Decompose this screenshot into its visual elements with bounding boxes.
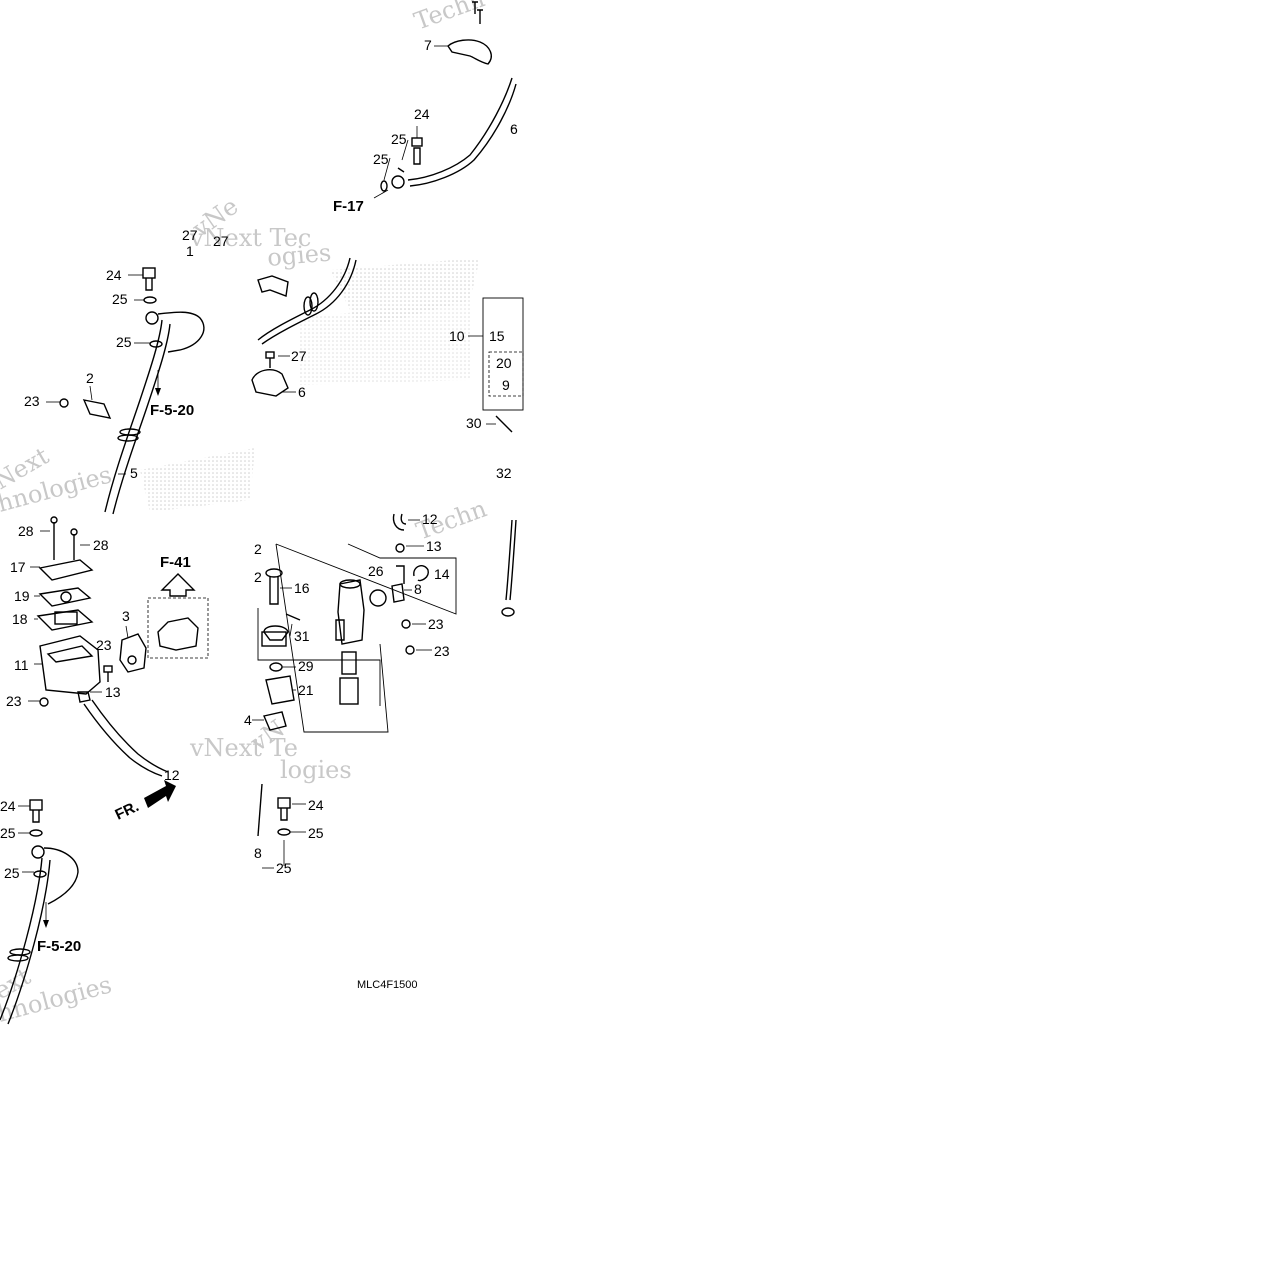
part-callout-25-g: 25 [308, 825, 324, 841]
part-callout-16: 16 [294, 580, 310, 596]
part-callout-6-top: 6 [510, 121, 518, 137]
part-callout-10: 10 [449, 328, 465, 344]
watermark-text: vNext Te [189, 734, 298, 762]
part-callout-25-h: 25 [276, 860, 292, 876]
watermark-text: ogies [266, 239, 332, 272]
part-callout-17: 17 [10, 559, 26, 575]
part-callout-27-b: 27 [213, 233, 229, 249]
master-cylinder-panel [28, 516, 209, 808]
part-callout-3: 3 [122, 608, 130, 624]
part-callout-5: 5 [130, 465, 138, 481]
part-callout-31: 31 [294, 628, 310, 644]
top-panel [373, 1, 517, 199]
part-callout-24-b: 24 [106, 267, 122, 283]
reference-F-5-20-b[interactable]: F-5-20 [37, 938, 81, 955]
part-callout-11: 11 [14, 657, 29, 673]
part-callout-9: 9 [502, 377, 510, 393]
middle-right-panel [251, 257, 524, 433]
part-callout-24-c: 24 [0, 798, 16, 814]
part-callout-15: 15 [489, 328, 505, 344]
part-callout-25-f: 25 [4, 865, 20, 881]
part-callout-27-c: 27 [291, 348, 307, 364]
watermark-text: vNext Tec [189, 224, 311, 252]
bottom-left-panel [0, 799, 79, 1025]
part-callout-2: 2 [86, 370, 94, 386]
part-callout-25-e: 25 [0, 825, 16, 841]
part-callout-23-b: 23 [96, 637, 112, 653]
part-callout-24-d: 24 [308, 797, 324, 813]
part-callout-12: 12 [422, 511, 438, 527]
part-callout-19: 19 [14, 588, 30, 604]
part-callout-21: 21 [298, 682, 314, 698]
part-callout-27-a: 27 [182, 227, 198, 243]
front-direction-arrow [144, 780, 176, 808]
part-callout-13-b: 13 [426, 538, 442, 554]
honda-wing-watermark-2 [140, 448, 255, 512]
reference-F-41[interactable]: F-41 [160, 554, 191, 571]
watermark-text: logies [280, 756, 352, 784]
honda-wing-watermark-3 [300, 300, 470, 385]
master-cylinder-right-panel [252, 513, 517, 733]
part-callout-25-c: 25 [112, 291, 128, 307]
left-upper-panel [46, 267, 205, 515]
part-callout-18: 18 [12, 611, 28, 627]
part-callout-8: 8 [414, 581, 422, 597]
part-callout-25-b: 25 [373, 151, 389, 167]
part-callout-29: 29 [298, 658, 314, 674]
reference-FR[interactable]: FR. [113, 798, 142, 824]
part-callout-25-a: 25 [391, 131, 407, 147]
part-callout-28-b: 28 [93, 537, 109, 553]
part-callout-23-c: 23 [6, 693, 22, 709]
part-callout-25-d: 25 [116, 334, 132, 350]
part-callout-23-a: 23 [24, 393, 40, 409]
part-callout-28-a: 28 [18, 523, 34, 539]
part-callout-4: 4 [244, 712, 252, 728]
part-callout-2-mid-b: 2 [254, 569, 262, 585]
part-callout-32: 32 [496, 465, 512, 481]
part-callout-12-cut: 12 [164, 767, 180, 783]
diagram-code: MLC4F1500 [357, 979, 418, 991]
part-callout-8-left: 8 [254, 845, 262, 861]
reference-F-17[interactable]: F-17 [333, 198, 364, 215]
part-callout-30: 30 [466, 415, 482, 431]
reference-F-5-20-a[interactable]: F-5-20 [150, 402, 194, 419]
part-callout-23-e: 23 [434, 643, 450, 659]
part-callout-13-a: 13 [105, 684, 121, 700]
part-callout-23-d: 23 [428, 616, 444, 632]
part-callout-1: 1 [186, 243, 194, 259]
part-callout-26: 26 [368, 563, 384, 579]
part-callout-2-mid: 2 [254, 541, 262, 557]
watermark-text: Techn [410, 0, 488, 36]
bottom-right-panel [257, 783, 306, 869]
part-callout-24-a: 24 [414, 106, 430, 122]
part-callout-6-b: 6 [298, 384, 306, 400]
part-callout-14: 14 [434, 566, 450, 582]
part-callout-7-top: 7 [424, 37, 432, 53]
part-callout-20: 20 [496, 355, 512, 371]
